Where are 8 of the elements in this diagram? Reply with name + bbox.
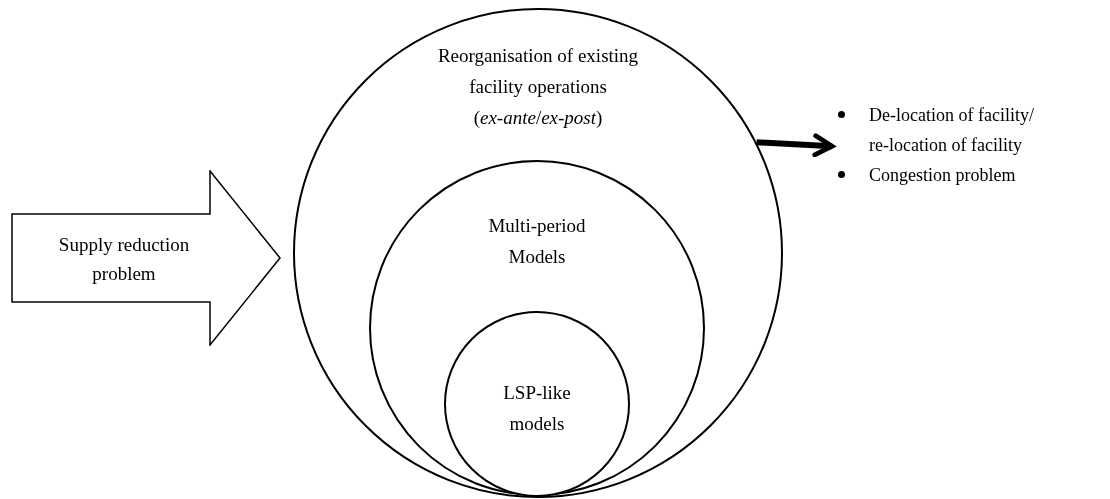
arrow-label: Supply reduction problem: [57, 233, 191, 286]
circle-label: LSP-like models: [502, 381, 572, 436]
bullet-text: Congestion problem: [869, 164, 1017, 187]
circle-label: Reorganisation of existing facility operations (ex-ante/ex-post): [436, 44, 640, 130]
circle-label: Multi-period Models: [487, 214, 587, 269]
block-arrow: [11, 170, 281, 346]
arrow: [756, 133, 835, 158]
bullet-text: De-location of facility/ re-location of facility: [869, 104, 1035, 157]
